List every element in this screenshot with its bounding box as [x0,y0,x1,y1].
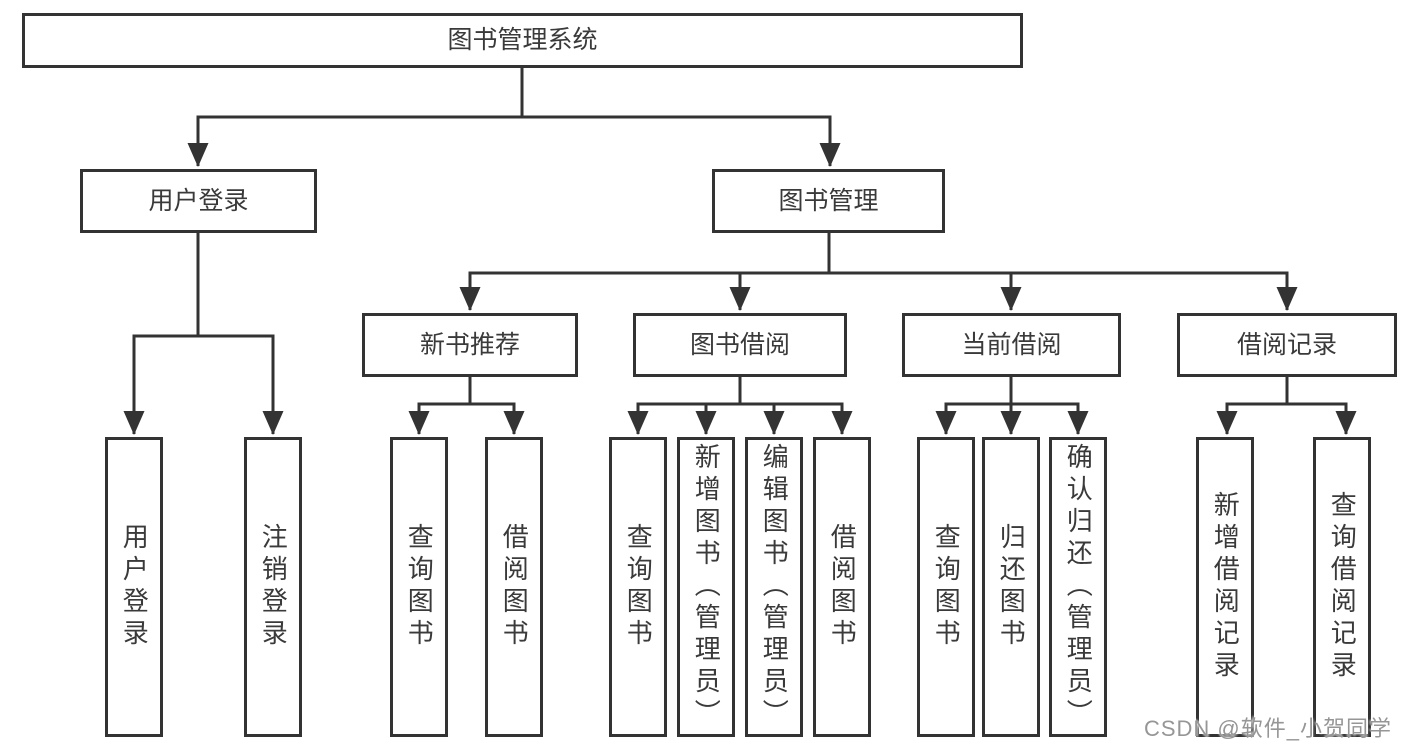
leaf-edit-books-admin: 编辑图书（管理员） [745,437,803,737]
leaf-add-borrow-record: 新增借阅记录 [1196,437,1254,737]
leaf-query-borrow-record-label: 查询借阅记录 [1327,491,1358,683]
leaf-user-login: 用户登录 [105,437,163,737]
node-user-login-label: 用户登录 [148,186,249,215]
node-library-system: 图书管理系统 [22,13,1023,68]
node-book-borrowing: 图书借阅 [633,313,847,377]
watermark: CSDN @软件_小贺同学 [1143,716,1392,741]
leaf-confirm-return-admin-label: 确认归还（管理员） [1063,443,1094,731]
leaf-query-books-current-label: 查询图书 [931,523,962,651]
leaf-query-borrow-record: 查询借阅记录 [1313,437,1371,737]
leaf-confirm-return-admin: 确认归还（管理员） [1049,437,1107,737]
node-current-borrowing-label: 当前借阅 [961,330,1062,359]
leaf-add-books-admin: 新增图书（管理员） [677,437,735,737]
leaf-borrow-books-recommend-label: 借阅图书 [499,523,530,651]
node-new-book-recommendation-label: 新书推荐 [419,330,520,359]
leaf-user-login-label: 用户登录 [119,523,150,651]
leaf-add-borrow-record-label: 新增借阅记录 [1210,491,1241,683]
leaf-query-books-borrowing-label: 查询图书 [623,523,654,651]
node-new-book-recommendation: 新书推荐 [362,313,578,377]
leaf-return-books-label: 归还图书 [996,523,1027,651]
node-library-system-label: 图书管理系统 [447,26,598,54]
leaf-edit-books-admin-label: 编辑图书（管理员） [759,443,790,731]
leaf-query-books-current: 查询图书 [917,437,975,737]
leaf-borrow-books-borrowing-label: 借阅图书 [827,523,858,651]
node-book-management: 图书管理 [712,169,945,233]
leaf-query-books-borrowing: 查询图书 [609,437,667,737]
node-borrowing-records-label: 借阅记录 [1236,330,1337,359]
leaf-logout: 注销登录 [244,437,302,737]
node-book-borrowing-label: 图书借阅 [689,330,790,359]
node-book-management-label: 图书管理 [778,186,879,215]
leaf-borrow-books-borrowing: 借阅图书 [813,437,871,737]
leaf-query-books-recommend-label: 查询图书 [404,523,435,651]
leaf-query-books-recommend: 查询图书 [390,437,448,737]
node-current-borrowing: 当前借阅 [902,313,1121,377]
node-user-login: 用户登录 [80,169,317,233]
leaf-add-books-admin-label: 新增图书（管理员） [691,443,722,731]
leaf-return-books: 归还图书 [982,437,1040,737]
leaf-borrow-books-recommend: 借阅图书 [485,437,543,737]
node-borrowing-records: 借阅记录 [1177,313,1397,377]
leaf-logout-label: 注销登录 [258,523,289,651]
